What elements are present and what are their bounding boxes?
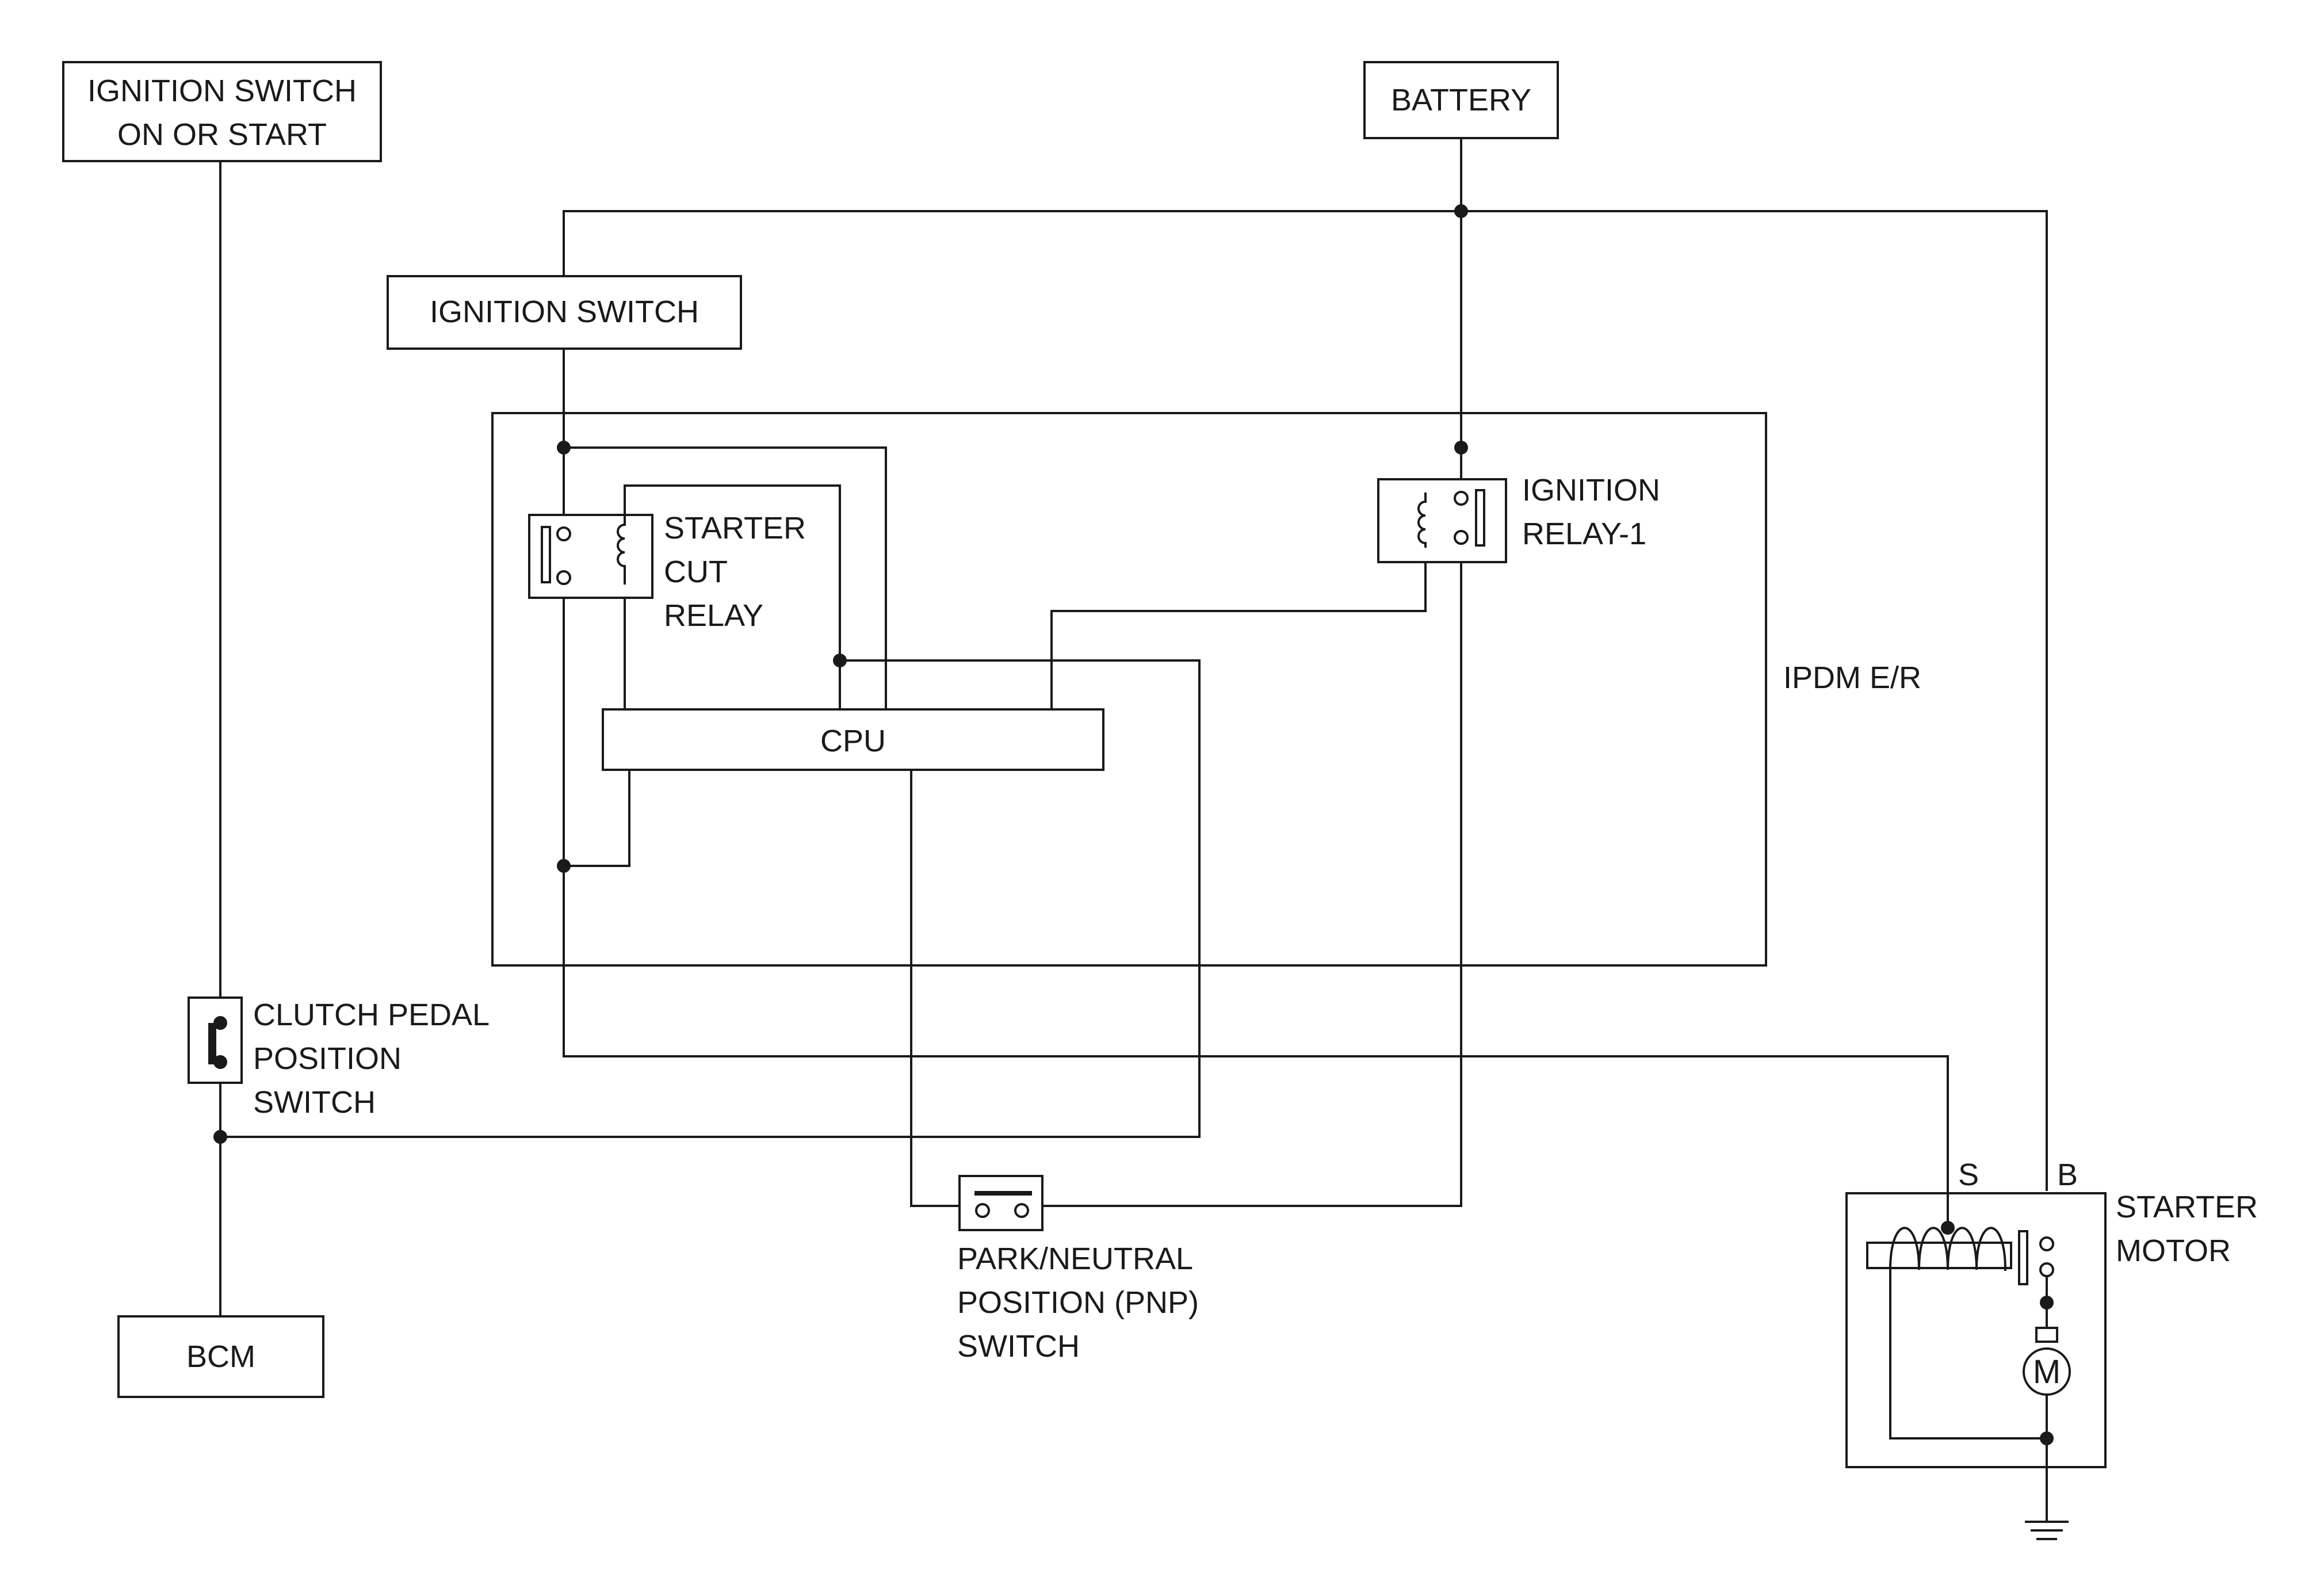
ignition-switch-box: IGNITION SWITCH <box>387 275 742 350</box>
pnp-switch-label-2: POSITION (PNP) <box>957 1285 1199 1320</box>
wire-sc-relay-to-starter-s <box>563 576 1949 1229</box>
ignition-switch-on-start-label-2: ON OR START <box>117 117 327 152</box>
solenoid-coil-icon <box>1889 1227 2007 1271</box>
solenoid-plunger <box>1866 1242 2012 1269</box>
junction-ign-switch <box>557 441 571 455</box>
ignition-relay-1: IGNITION RELAY-1 <box>1377 473 1660 563</box>
starter-cut-relay-coil-icon <box>617 505 626 585</box>
ignition-relay-1-label-1: IGNITION <box>1522 473 1660 507</box>
bcm-box: BCM <box>117 1315 324 1398</box>
pnp-switch-label-1: PARK/NEUTRAL <box>957 1242 1193 1276</box>
starter-motor-label-2: MOTOR <box>2116 1234 2231 1268</box>
battery-box: BATTERY <box>1363 61 1559 139</box>
clutch-pedal-position-switch: CLUTCH PEDAL POSITION SWITCH <box>188 996 490 1120</box>
junction-ign-relay-feed <box>1454 441 1468 455</box>
starter-cut-relay-contact-bar <box>541 526 551 583</box>
ipdm-er-module: IPDM E/R <box>491 412 1921 967</box>
ignition-relay-1-contact-bar <box>1475 489 1485 547</box>
wire-battery-bus <box>563 210 2048 1191</box>
cpu-label: CPU <box>820 724 886 758</box>
clutch-switch-label-3: SWITCH <box>253 1085 376 1120</box>
terminal-b-label: B <box>2057 1158 2078 1192</box>
starter-cut-relay: STARTER CUT RELAY <box>528 505 806 633</box>
clutch-switch-label-2: POSITION <box>253 1041 402 1076</box>
junction-battery-bus <box>1454 204 1468 218</box>
ignition-relay-1-coil-icon <box>1417 492 1427 548</box>
bcm-label: BCM <box>186 1339 255 1374</box>
junction-cpu-clutch <box>833 654 847 667</box>
terminal-s-label: S <box>1958 1158 1979 1192</box>
wire-cpu-ign-relay <box>1050 545 1427 711</box>
ignition-relay-1-label-2: RELAY-1 <box>1522 517 1646 551</box>
junction-starter-b <box>2040 1296 2054 1309</box>
wire-pnp-ign-relay <box>1041 534 1462 1207</box>
junction-motor-ground <box>2040 1431 2054 1445</box>
wire-cpu-pnp <box>910 769 961 1207</box>
battery-label: BATTERY <box>1391 83 1531 117</box>
ipdm-label: IPDM E/R <box>1783 660 1921 695</box>
clutch-switch-label-1: CLUTCH PEDAL <box>253 998 490 1032</box>
starter-cut-relay-label-1: STARTER <box>664 511 806 545</box>
wires <box>219 137 2069 1540</box>
wire-cpu-sense <box>563 769 630 867</box>
motor-brush-top <box>2035 1327 2058 1343</box>
junction-bcm-line <box>213 1130 227 1144</box>
pnp-switch-label-3: SWITCH <box>957 1329 1080 1364</box>
ignition-switch-label: IGNITION SWITCH <box>430 295 699 329</box>
ignition-switch-on-start-box: IGNITION SWITCH ON OR START <box>62 61 382 162</box>
wire-ign-to-cpu <box>563 446 887 711</box>
cpu-block: CPU <box>602 708 1104 771</box>
wire-sc-relay-coil <box>624 484 841 711</box>
pnp-switch: PARK/NEUTRAL POSITION (PNP) SWITCH <box>957 1175 1199 1364</box>
starter-motor: S B STARTER MOTOR M <box>1845 1158 2258 1468</box>
junctions <box>213 204 2054 1445</box>
starter-motor-label-1: STARTER <box>2116 1190 2258 1224</box>
starter-cut-relay-label-2: CUT <box>664 555 728 589</box>
motor-symbol: M <box>2033 1353 2061 1391</box>
wire-motor-solenoid-loop <box>1889 1269 2048 1439</box>
junction-starter-s <box>1941 1221 1955 1235</box>
motor-icon <box>2023 1347 2071 1396</box>
ignition-switch-on-start-label-1: IGNITION SWITCH <box>87 74 357 108</box>
starter-cut-relay-label-3: RELAY <box>664 598 763 633</box>
solenoid-contact-bar <box>2018 1230 2028 1285</box>
junction-cpu-sense <box>557 859 571 873</box>
wire-cpu-clutch-sense <box>219 659 1201 1138</box>
